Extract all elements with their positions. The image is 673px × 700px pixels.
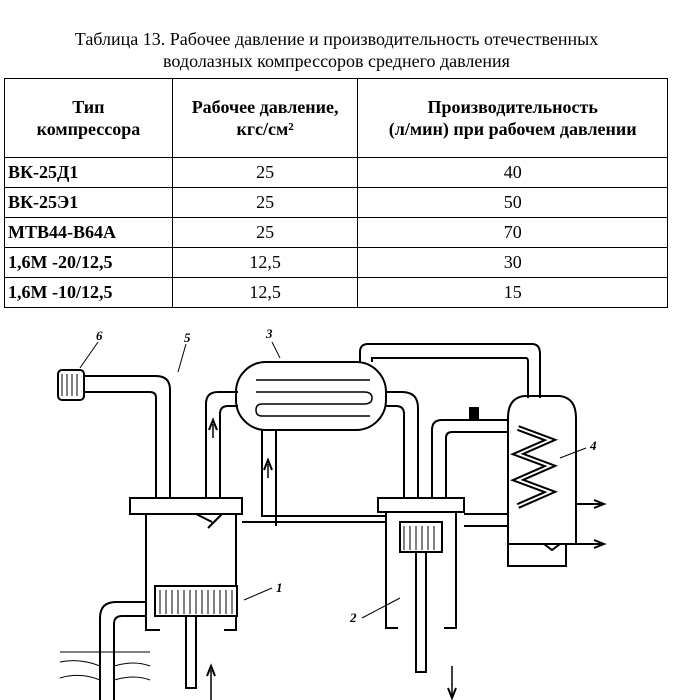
cell-pressure: 12,5 [171,277,359,308]
leader-line-1 [243,587,273,601]
label-1: 1 [276,580,283,595]
table-row: 1,6М -20/12,5 12,5 30 [4,247,668,278]
compressor-schematic: 1 2 3 4 5 6 [57,326,607,700]
cell-type: МТВ44-В64А [4,217,173,248]
water-tank [59,601,151,700]
table-header-row: Тип компрессора Рабочее давление, кгс/см… [4,78,668,158]
header-type-line1: Тип [72,97,105,117]
header-capacity-line2: (л/мин) при рабочем давлении [388,119,637,139]
label-2: 2 [349,610,357,625]
table-caption: Таблица 13. Рабочее давление и производи… [0,28,673,72]
intake-pipe [84,375,171,498]
first-stage-cylinder [129,497,243,700]
cell-pressure: 25 [171,187,359,218]
cell-capacity: 15 [357,277,668,308]
header-type-line2: компрессора [36,119,141,139]
high-pressure-pipe [431,407,508,527]
separator-feed-pipe [359,343,541,398]
header-pressure-line2: кгс/см² [236,119,294,139]
cell-capacity: 50 [357,187,668,218]
header-capacity-line1: Производительность [427,97,598,117]
leader-line-4 [559,447,587,459]
cell-type: 1,6М -10/12,5 [4,277,173,308]
cell-capacity: 40 [357,157,668,188]
table-row: ВК-25Д1 25 40 [4,157,668,188]
cell-capacity: 70 [357,217,668,248]
leader-line-3 [271,341,281,359]
label-5: 5 [184,330,191,345]
interstage-pipe [242,391,419,526]
label-4: 4 [589,438,597,453]
caption-line-1: Таблица 13. Рабочее давление и производи… [74,29,599,49]
cell-capacity: 30 [357,247,668,278]
second-stage-cylinder [377,497,465,700]
cell-pressure: 25 [171,217,359,248]
compressor-table: Тип компрессора Рабочее давление, кгс/см… [4,78,668,308]
discharge-valve [207,513,223,529]
label-6: 6 [96,328,103,343]
table-row: 1,6М -10/12,5 12,5 15 [4,277,668,308]
header-type: Тип компрессора [4,78,173,158]
label-3: 3 [265,326,273,341]
header-pressure-line1: Рабочее давление, [191,97,339,117]
cell-pressure: 12,5 [171,247,359,278]
leader-line-6 [79,341,99,369]
suction-valve [195,513,213,523]
cell-type: ВК-25Э1 [4,187,173,218]
cell-pressure: 25 [171,157,359,188]
cell-type: 1,6М -20/12,5 [4,247,173,278]
header-pressure: Рабочее давление, кгс/см² [171,78,359,158]
leader-line-5 [177,343,187,373]
first-stage-outlet-pipe [205,391,238,498]
header-capacity: Производительность (л/мин) при рабочем д… [357,78,668,158]
intake-filter [57,369,85,401]
separator [507,395,607,567]
caption-line-2: водолазных компрессоров среднего давлени… [163,51,510,71]
intercooler [235,361,387,431]
cell-type: ВК-25Д1 [4,157,173,188]
table-row: ВК-25Э1 25 50 [4,187,668,218]
table-row: МТВ44-В64А 25 70 [4,217,668,248]
leader-line-2 [361,597,401,619]
